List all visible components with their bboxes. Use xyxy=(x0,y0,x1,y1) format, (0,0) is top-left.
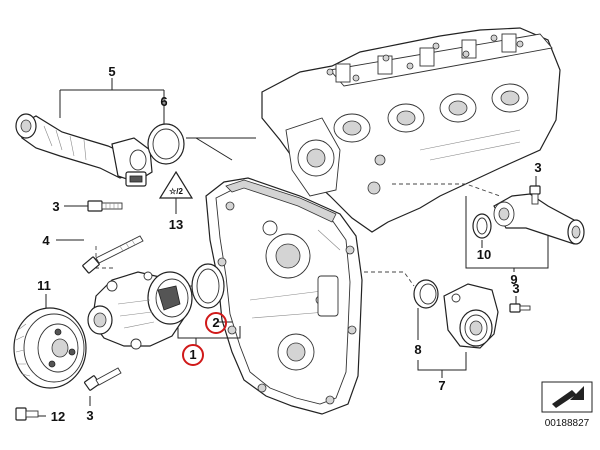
outlet-elbow-7 xyxy=(443,283,531,349)
callout-10: 10 xyxy=(477,247,491,262)
highlight-circles xyxy=(182,312,227,366)
bolt-3-upper-left xyxy=(87,200,123,212)
callout-8: 8 xyxy=(414,342,421,357)
callout-11: 11 xyxy=(37,278,51,293)
cylinder-head xyxy=(261,27,561,233)
callout-9: 9 xyxy=(510,272,517,287)
bolt-4 xyxy=(82,235,144,274)
stamp-arrow-icon xyxy=(552,386,584,408)
callout-4: 4 xyxy=(42,233,50,248)
coolant-pipe xyxy=(15,113,153,187)
warning-label: ☆/2 xyxy=(158,170,194,199)
pump-o-ring xyxy=(191,263,225,309)
timing-cover xyxy=(205,177,363,415)
coolant-flange-9 xyxy=(493,185,585,245)
callout-3-upper-left: 3 xyxy=(52,199,59,214)
bolt-12 xyxy=(15,407,39,421)
callout-5: 5 xyxy=(108,64,115,79)
callout-3-mid-right: 3 xyxy=(512,281,519,296)
o-ring-10 xyxy=(472,213,492,239)
callout-3-upper-right: 3 xyxy=(534,160,541,175)
highlight-callout-2 xyxy=(205,312,227,334)
document-stamp: 00188827 xyxy=(541,381,593,429)
ring-8 xyxy=(413,279,439,309)
document-number: 00188827 xyxy=(545,418,590,429)
callout-13: 13 xyxy=(169,217,183,232)
callout-6: 6 xyxy=(160,94,167,109)
callout-7: 7 xyxy=(438,378,445,393)
callouts: 5 6 3 13 4 11 2 1 12 3 3 10 9 3 8 7 xyxy=(37,64,541,424)
callout-2: 2 xyxy=(212,315,219,330)
gasket-ring xyxy=(147,123,185,165)
bolt-3-lower-left xyxy=(84,367,122,391)
callout-3-lower-left: 3 xyxy=(86,408,93,423)
callout-12: 12 xyxy=(51,409,65,424)
highlight-callout-1 xyxy=(182,344,204,366)
warning-label-text: ☆/2 xyxy=(169,187,183,196)
water-pump xyxy=(87,271,193,350)
callout-1: 1 xyxy=(189,347,196,362)
pulley xyxy=(13,307,87,389)
